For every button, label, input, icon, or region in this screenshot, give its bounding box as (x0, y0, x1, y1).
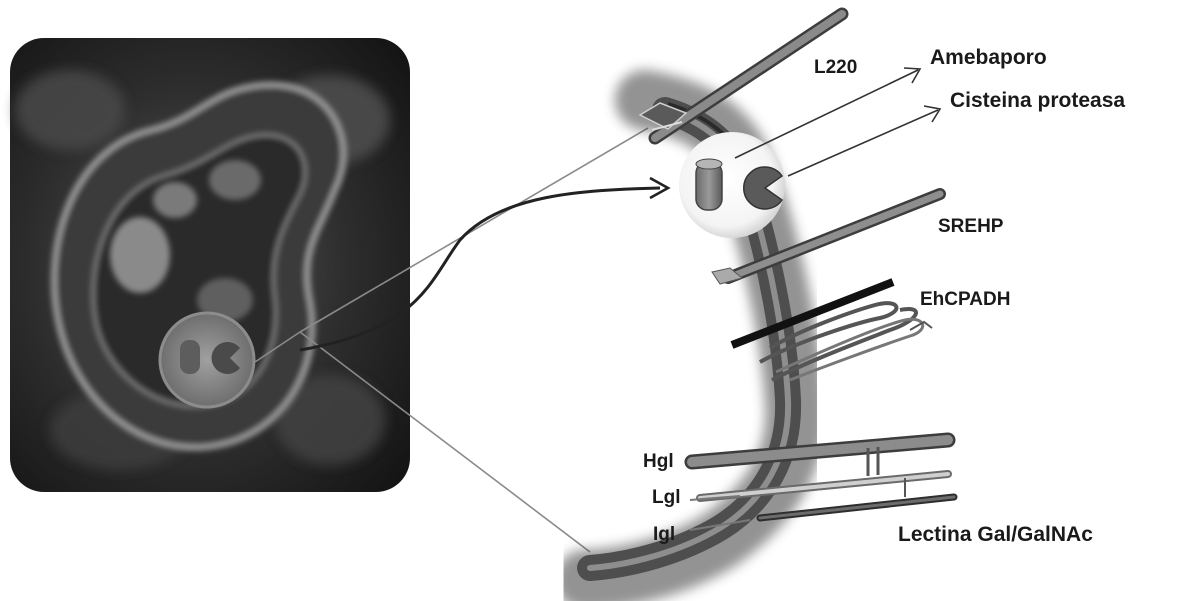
micrograph-panel (10, 38, 410, 492)
label-lectina-gal-galnac: Lectina Gal/GalNAc (898, 523, 1093, 546)
label-amebaporo: Amebaporo (930, 46, 1047, 69)
label-srehp: SREHP (938, 216, 1004, 237)
label-l220: L220 (814, 57, 857, 78)
label-lgl: Lgl (652, 487, 681, 508)
secretory-bubble (679, 132, 785, 238)
granule-highlight (160, 313, 254, 407)
label-cisteina-proteasa: Cisteina proteasa (950, 89, 1125, 112)
label-ehcpadh: EhCPADH (920, 289, 1010, 310)
label-igl: Igl (653, 524, 675, 545)
cylinder-icon (180, 340, 200, 374)
label-hgl: Hgl (643, 451, 674, 472)
